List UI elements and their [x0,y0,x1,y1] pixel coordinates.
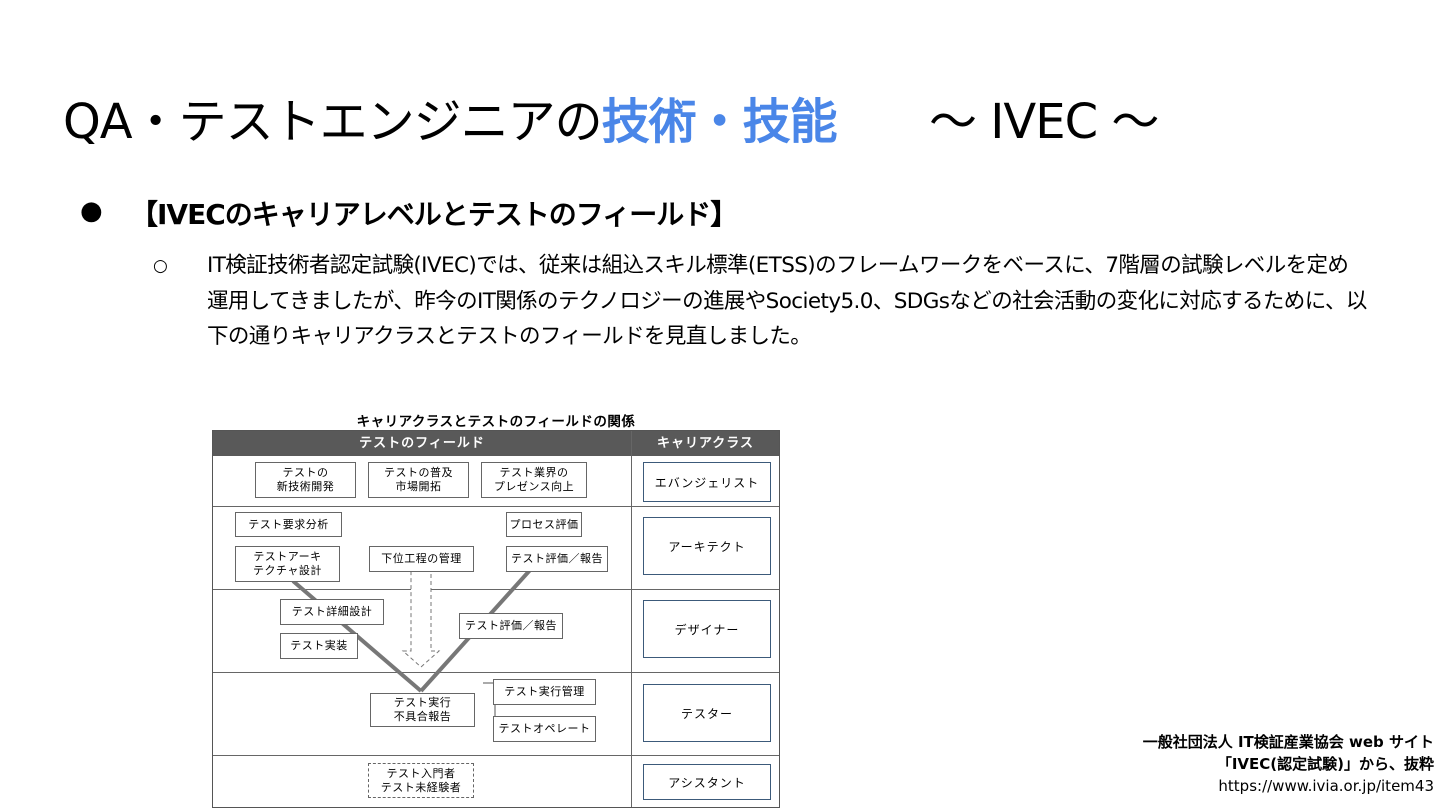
box-presence: テスト業界の プレゼンス向上 [481,462,587,498]
row-divider [213,755,779,756]
box-architecture-design: テストアーキ テクチャ設計 [235,546,340,582]
class-evangelist: エバンジェリスト [643,462,771,502]
diagram-header-fields: テストのフィールド [213,431,631,456]
source-credit: 一般社団法人 IT検証産業協会 web サイト 「IVEC(認定試験)」から、抜… [1143,731,1434,797]
box-beginner: テスト入門者 テスト未経験者 [368,763,474,798]
sub-bullet-circle: ○ [153,256,168,276]
title-accent: 技術・技能 [601,94,838,150]
box-eval-report: テスト評価／報告 [506,546,608,572]
title-main: QA・テストエンジニアの [63,94,603,150]
row-divider [213,672,779,673]
credit-url[interactable]: https://www.ivia.or.jp/item43 [1218,777,1434,795]
box-new-tech-development: テストの 新技術開発 [255,462,356,498]
box-execution-defect-report: テスト実行 不具合報告 [370,693,475,727]
box-implementation: テスト実装 [280,633,358,659]
diagram-header-classes: キャリアクラス [632,431,779,456]
box-lower-process-management: 下位工程の管理 [369,546,474,572]
column-divider [631,431,632,807]
credit-source: 「IVEC(認定試験)」から、抜粋 [1216,755,1434,773]
class-architect: アーキテクト [643,517,771,575]
row-divider [213,589,779,590]
credit-organization: 一般社団法人 IT検証産業協会 web サイト [1142,733,1434,751]
diagram-title: キャリアクラスとテストのフィールドの関係 [356,414,636,430]
row-divider [213,506,779,507]
box-spread-market: テストの普及 市場開拓 [368,462,469,498]
slide-title: QA・テストエンジニアの技術・技能 〜 IVEC 〜 [63,82,1159,152]
class-assistant: アシスタント [643,764,771,800]
box-operate: テストオペレート [493,716,596,742]
box-detail-design: テスト詳細設計 [280,599,384,625]
body-paragraph: IT検証技術者認定試験(IVEC)では、従来は組込スキル標準(ETSS)のフレー… [207,253,1367,349]
class-designer: デザイナー [643,600,771,658]
class-tester: テスター [643,684,771,742]
bullet-heading: 【IVECのキャリアレベルとテストのフィールド】 [130,198,738,231]
box-process-evaluation: プロセス評価 [506,512,582,537]
bullet-dot: ● [80,196,103,226]
box-execution-management: テスト実行管理 [493,679,596,705]
career-field-diagram: テストのフィールド キャリアクラス テストの 新技術開発 テストの普及 市場開拓… [212,430,780,808]
title-subtitle: 〜 IVEC 〜 [929,94,1159,150]
box-requirement-analysis: テスト要求分析 [235,512,342,537]
box-eval-report-2: テスト評価／報告 [459,613,563,639]
